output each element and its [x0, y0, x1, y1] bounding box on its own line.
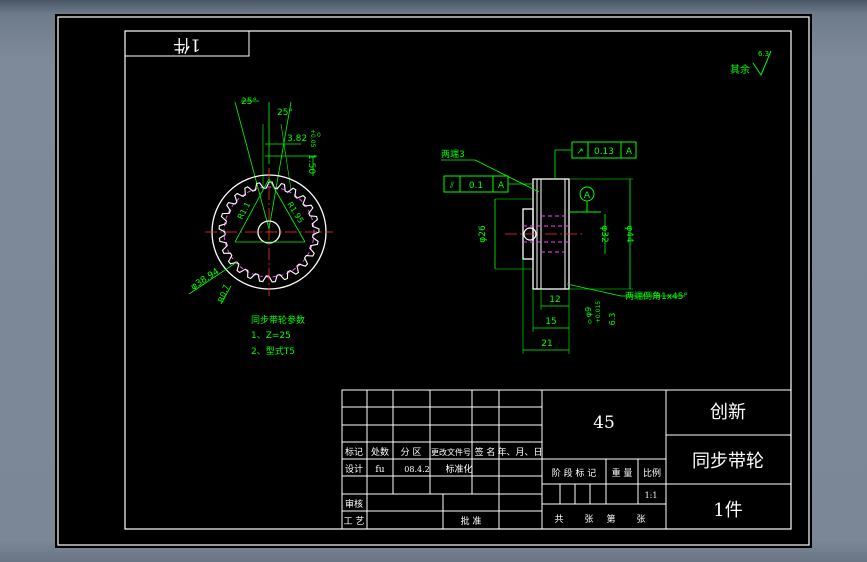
chord-left-label: R1.1	[236, 201, 253, 221]
roughness-left: 6.3	[608, 313, 617, 326]
set-screw	[523, 227, 537, 241]
front-view: 25° 25° 3.82 +0.05 0 1.50 R1.1 R1.95 φ38…	[188, 97, 333, 305]
standard-label: 标准化	[445, 463, 472, 475]
sheet-border	[57, 16, 810, 546]
gdt-left-value: 0.1	[469, 181, 483, 191]
gdt-top-value: 0.13	[594, 147, 614, 157]
bore-tol-lower: 0	[588, 319, 592, 326]
roughness-note: 其余 6.3	[730, 50, 772, 77]
roughness-label: 其余	[730, 63, 750, 76]
outer-diameter-label: φ38.94	[189, 267, 221, 293]
roughness-value: 6.3	[758, 50, 769, 58]
sheet-num-label: 第	[606, 513, 615, 525]
tech-requirements: 同步带轮参数 1、Z=25 2、型式T5	[251, 314, 305, 357]
dia-left-label: φ26	[478, 225, 488, 243]
sheet-unit-2: 张	[636, 514, 645, 525]
hdr-count: 处数	[371, 446, 389, 458]
design-date: 08.4.2	[404, 465, 429, 474]
side-view: ↗ 0.13 A ⫽ 0.1 A 两端3 A φ26 φ32 φ44	[441, 141, 688, 354]
hdr-date: 年、月、日	[497, 446, 542, 458]
hdr-mark: 标记	[345, 446, 363, 458]
process-label: 工 艺	[344, 516, 365, 527]
weight-label: 重 量	[612, 467, 633, 479]
design-label: 设计	[345, 463, 363, 475]
tech-title: 同步带轮参数	[251, 314, 305, 326]
dim-12: 12	[549, 295, 560, 305]
title-block	[341, 389, 792, 530]
scale-value: 1:1	[645, 491, 658, 500]
stamp-box	[124, 30, 250, 57]
gdt-left-symbol: ⫽	[449, 181, 454, 191]
tooth-height-label: 1.50	[306, 154, 316, 174]
sheet-unit-1: 张	[584, 514, 593, 525]
part-name-label: 同步带轮	[692, 451, 764, 472]
designer-name: fu	[375, 465, 384, 475]
bore-tol-label: +0.015	[595, 301, 602, 323]
dia-bore-label: φ32	[599, 225, 609, 242]
gdt-left-datum: A	[498, 181, 505, 191]
dim-21: 21	[541, 339, 552, 349]
tooth-tol-upper: +0.05	[309, 129, 316, 148]
material-label: 45	[593, 413, 615, 433]
check-label: 审核	[345, 498, 363, 510]
title-block-text: 45 创新 同步带轮 1件 1:1 标记 处数 分 区 更改文件号 签 名 年、…	[344, 402, 764, 527]
gdt-top-datum: A	[626, 147, 633, 157]
stamp-text: 1件	[173, 35, 201, 55]
stage-label: 阶 段 标 记	[552, 467, 597, 479]
quantity-label: 1件	[713, 500, 742, 521]
angle-right-label: 25°	[277, 108, 293, 118]
angle-left-label: 25°	[241, 97, 257, 107]
cad-viewport[interactable]: 1件 其余 6.3 25° 25° 3.82 +0.05 0 1.50	[55, 14, 812, 548]
sheet-total-label: 共	[554, 514, 563, 525]
both-ends-label: 两端3	[441, 148, 465, 160]
dia-right-label: φ44	[624, 225, 634, 243]
tooth-width-label: 3.82	[287, 134, 307, 144]
datum-marker: A	[584, 191, 591, 201]
chamfer-note: 两端倒角1x45°	[625, 290, 688, 302]
tip-radius-label: R0.7	[216, 283, 231, 303]
hdr-change-doc: 更改文件号	[431, 447, 471, 457]
hdr-sign: 签 名	[475, 446, 496, 458]
tech-item-2: 2、型式T5	[251, 345, 295, 357]
tooth-tol-lower: 0	[317, 132, 321, 139]
company-label: 创新	[710, 402, 746, 423]
dim-15: 15	[545, 317, 556, 327]
tech-item-1: 1、Z=25	[251, 331, 291, 341]
scale-label: 比例	[643, 467, 661, 479]
bore-dia-label: φ9	[584, 307, 593, 317]
gdt-top-symbol: ↗	[576, 147, 584, 157]
drawing-canvas: 1件 其余 6.3 25° 25° 3.82 +0.05 0 1.50	[57, 16, 810, 546]
hdr-zone: 分 区	[401, 447, 422, 458]
approve-label: 批 准	[461, 515, 482, 527]
